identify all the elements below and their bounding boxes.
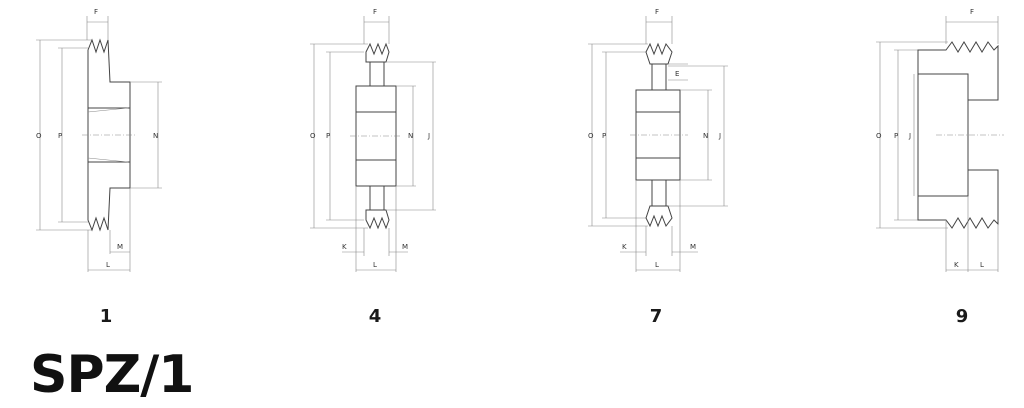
dim-label-n: N: [153, 132, 158, 140]
figure-7-drawing: F O P E N J K M: [512, 0, 768, 300]
page-title: SPZ/1: [30, 345, 194, 405]
figure-1-drawing: F O P N M L: [0, 0, 256, 300]
dim-label-j: J: [718, 132, 721, 140]
figure-9-drawing: F O P J K L: [768, 0, 1024, 300]
dim-label-m: M: [690, 243, 696, 251]
dim-label-l: L: [655, 261, 659, 269]
dim-label-o: O: [36, 132, 42, 140]
dim-label-p: P: [894, 132, 898, 140]
dim-label-f: F: [655, 8, 659, 16]
dim-label-k: K: [954, 261, 959, 269]
dim-label-j: J: [908, 132, 911, 140]
dim-label-n: N: [703, 132, 708, 140]
figure-number-9: 9: [955, 306, 969, 327]
dim-label-m: M: [117, 243, 123, 251]
dim-label-f: F: [94, 8, 98, 16]
dim-label-f: F: [373, 8, 377, 16]
dim-label-j: J: [427, 132, 430, 140]
dim-label-o: O: [588, 132, 594, 140]
figure-4-drawing: F O P N J K M L: [256, 0, 512, 300]
dim-label-p: P: [602, 132, 606, 140]
dim-label-l: L: [373, 261, 377, 269]
dim-label-p: P: [58, 132, 62, 140]
dim-label-m: M: [402, 243, 408, 251]
dim-label-f: F: [970, 8, 974, 16]
dim-label-k: K: [342, 243, 347, 251]
dim-label-p: P: [326, 132, 330, 140]
dim-label-k: K: [622, 243, 627, 251]
figure-number-4: 4: [368, 306, 382, 327]
figure-number-7: 7: [649, 306, 663, 327]
dim-label-e: E: [675, 70, 679, 78]
dim-label-o: O: [876, 132, 882, 140]
dim-label-l: L: [980, 261, 984, 269]
dim-label-l: L: [106, 261, 110, 269]
dim-label-o: O: [310, 132, 316, 140]
dim-label-n: N: [408, 132, 413, 140]
figure-number-1: 1: [99, 306, 113, 327]
